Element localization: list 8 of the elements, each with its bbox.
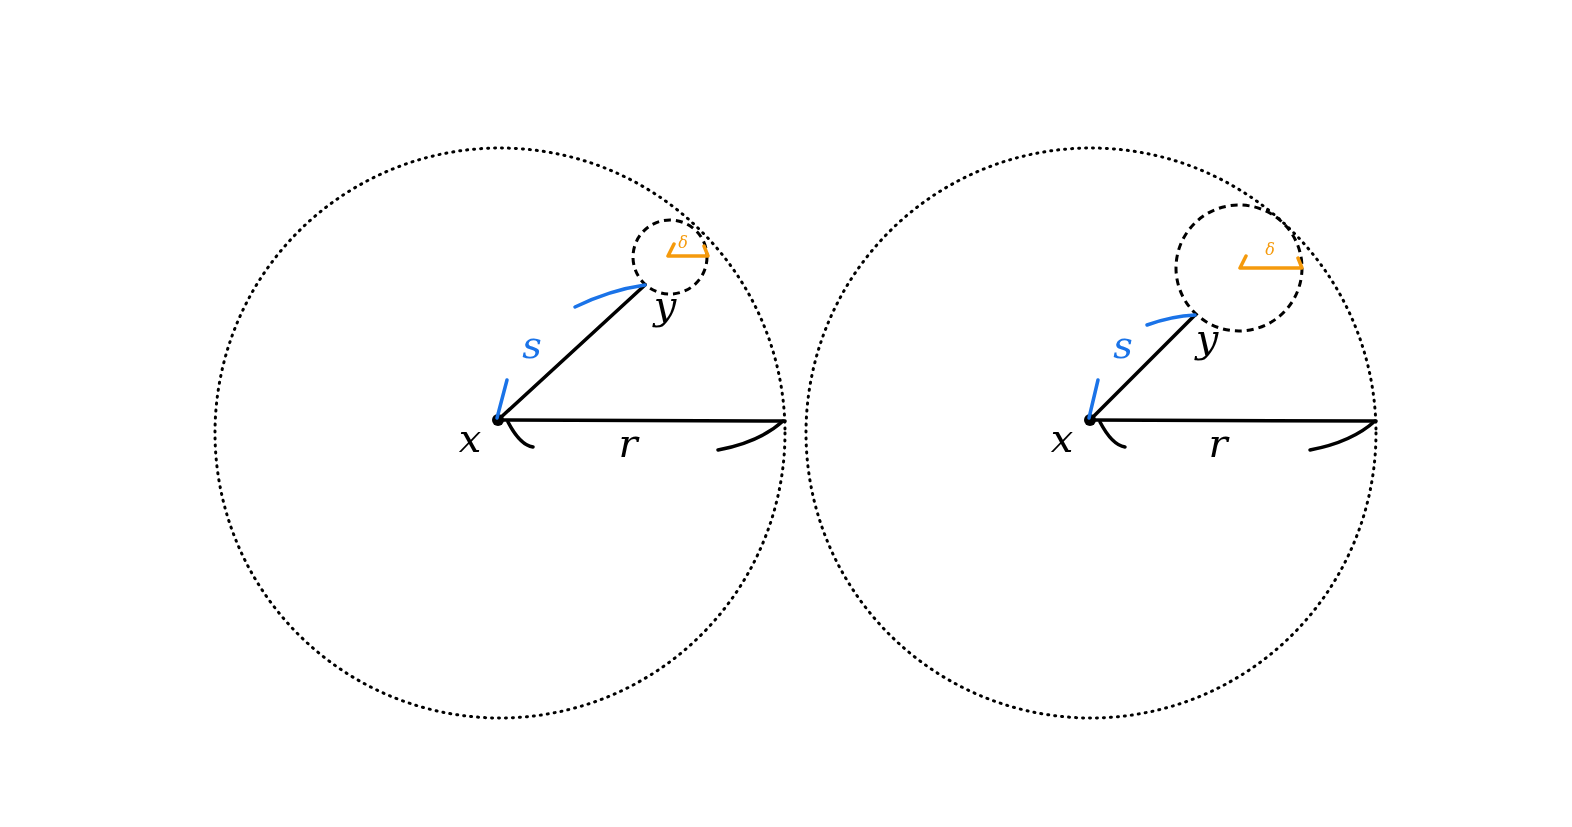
point-label: x (458, 418, 482, 458)
distance-label: s (1113, 326, 1133, 364)
point-label: x (1050, 418, 1074, 458)
angle-label: δ (1265, 242, 1275, 258)
radius-label: r (618, 423, 638, 463)
radius-label: r (1208, 423, 1228, 463)
distance-label: s (522, 326, 542, 364)
angle-label: δ (678, 235, 688, 251)
